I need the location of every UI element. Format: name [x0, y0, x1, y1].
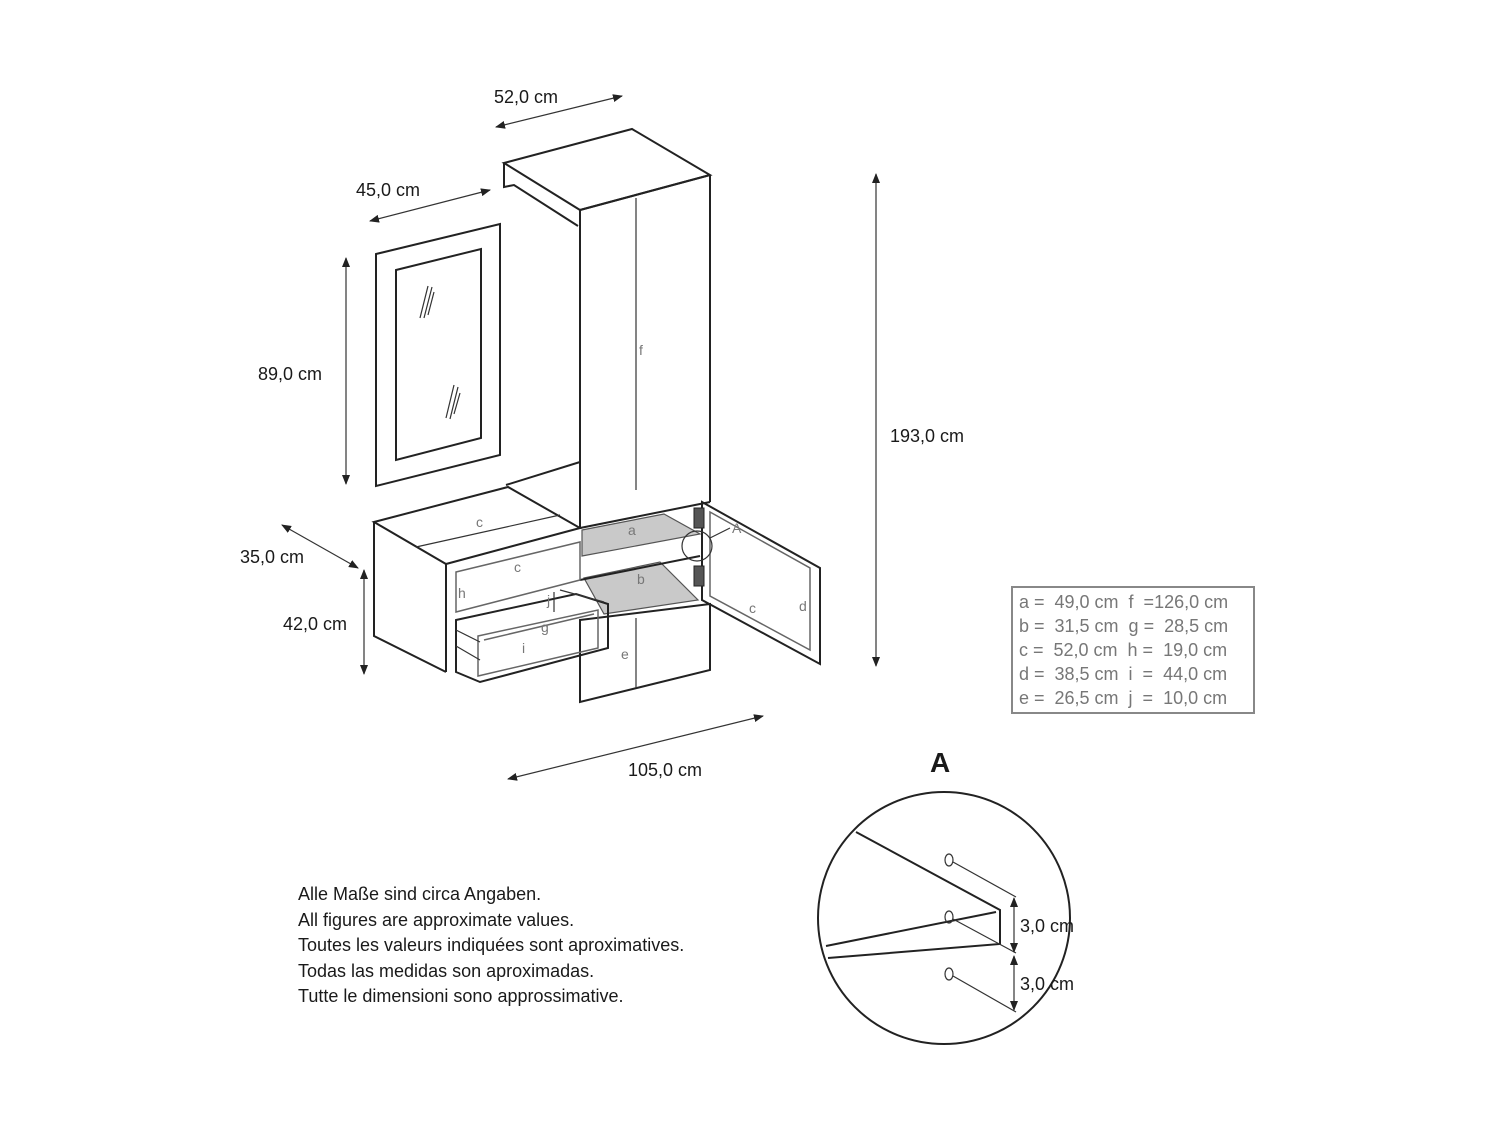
label-j: j — [546, 592, 550, 608]
detail-spacing-1: 3,0 cm — [1020, 916, 1074, 936]
open-shelf — [579, 500, 821, 704]
detail-spacing-2: 3,0 cm — [1020, 974, 1074, 994]
disclaimer-notes: Alle Maße sind circa Angaben. All figure… — [298, 882, 818, 1010]
legend-row: e = 26,5 cm j = 10,0 cm — [1019, 688, 1228, 708]
label-h: h — [458, 585, 466, 601]
dim-bench-height: 42,0 cm — [283, 614, 347, 634]
label-a: a — [628, 522, 636, 538]
dimension-legend: a = 49,0 cm f =126,0 cm b = 31,5 cm g = … — [1011, 586, 1255, 714]
note-spanish: Todas las medidas son aproximadas. — [298, 960, 595, 981]
dim-bench-depth: 35,0 cm — [240, 547, 304, 567]
label-b: b — [637, 571, 645, 587]
label-i: i — [522, 640, 525, 656]
dim-total-height: 193,0 cm — [890, 426, 964, 446]
label-d: d — [799, 598, 807, 614]
note-french: Toutes les valeurs indiquées sont aproxi… — [298, 935, 685, 955]
note-german: Alle Maße sind circa Angaben. — [298, 884, 542, 904]
detail-a-drawing: 3,0 cm 3,0 cm — [817, 791, 1074, 1045]
dim-total-width: 105,0 cm — [628, 760, 702, 780]
legend-row: b = 31,5 cm g = 28,5 cm — [1019, 616, 1229, 636]
legend-row: a = 49,0 cm f =126,0 cm — [1019, 592, 1229, 612]
legend-row: c = 52,0 cm h = 19,0 cm — [1019, 640, 1228, 660]
dim-mirror-height: 89,0 cm — [258, 364, 322, 384]
mirror — [375, 222, 501, 488]
legend-row: d = 38,5 cm i = 44,0 cm — [1019, 664, 1228, 684]
label-f: f — [639, 342, 643, 358]
label-detail-marker: A — [732, 520, 742, 536]
tall-cabinet — [501, 127, 713, 528]
label-c-door: c — [749, 600, 756, 616]
label-e: e — [621, 646, 629, 662]
label-c-top: c — [476, 514, 483, 530]
dimension-texts: 52,0 cm 45,0 cm 89,0 cm 193,0 cm 35,0 cm… — [240, 87, 964, 780]
part-labels: c c h j g i f a b e c d A — [458, 342, 807, 662]
label-g: g — [541, 619, 549, 635]
note-italian: Tutte le dimensioni sono approssimative. — [298, 986, 624, 1006]
label-c-front: c — [514, 559, 521, 575]
detail-title: A — [930, 747, 951, 778]
dimension-lines — [281, 94, 880, 781]
dim-depth-top: 52,0 cm — [494, 87, 558, 107]
note-english: All figures are approximate values. — [298, 909, 575, 930]
dim-mirror-width: 45,0 cm — [356, 180, 420, 200]
bench — [371, 485, 609, 684]
